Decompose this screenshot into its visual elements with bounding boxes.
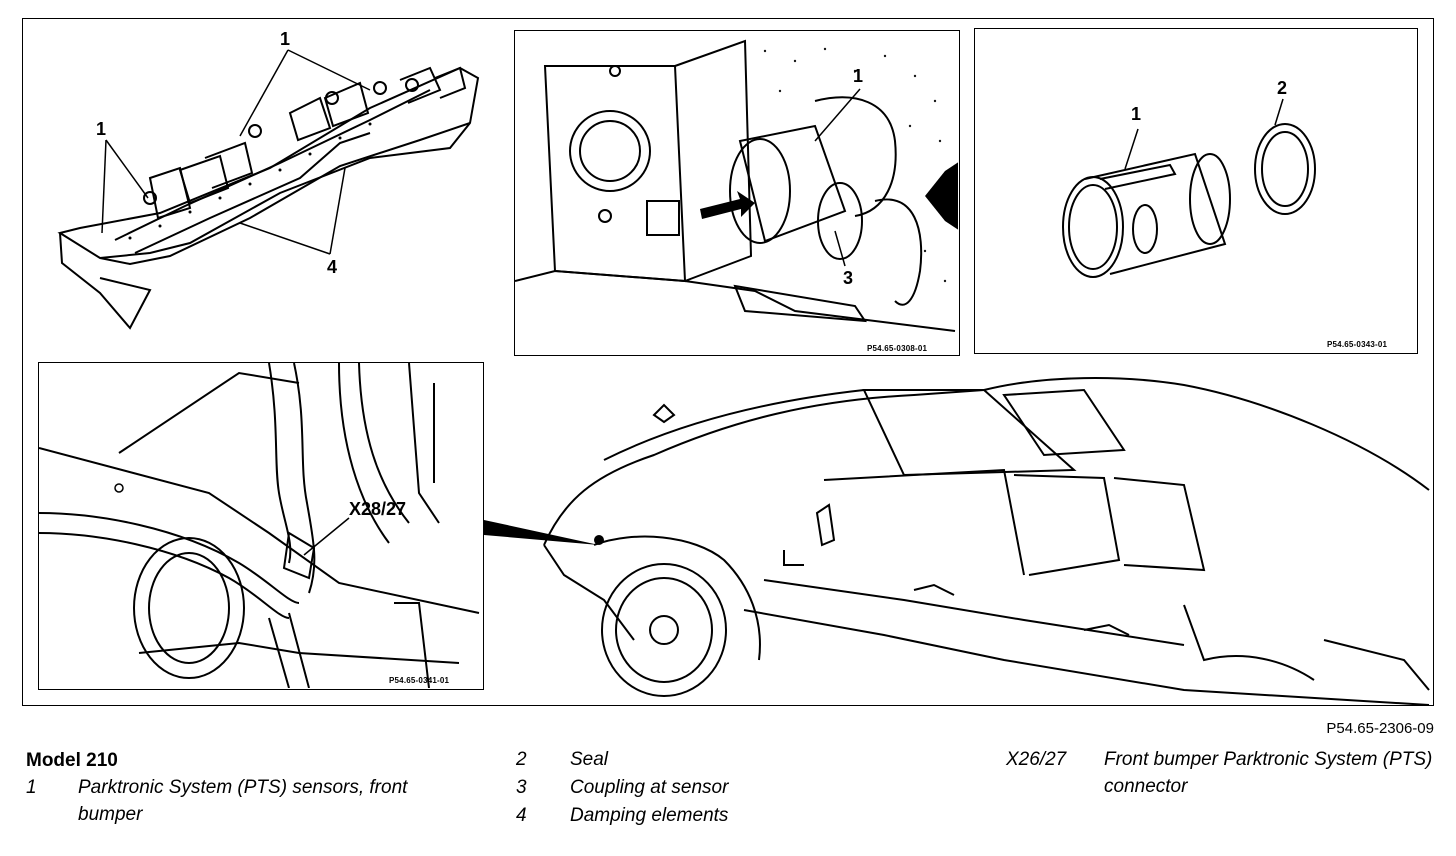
- figure-code: P54.65-2306-09: [1326, 720, 1434, 737]
- legend-item-number: 1: [26, 777, 37, 798]
- sensor-panel: 1 2 P54.65-0343-01: [974, 28, 1418, 354]
- legend-item-number: X26/27: [1006, 749, 1067, 770]
- sensor-drawing: [1062, 98, 1316, 278]
- harness-drawing: [39, 363, 480, 688]
- callout-x28-27: X28/27: [349, 499, 407, 519]
- callout-sensor: 1: [853, 66, 864, 86]
- legend-item-text: Damping elements: [570, 805, 729, 826]
- legend-item-number: 4: [516, 805, 527, 826]
- callout-sensor: 1: [1131, 104, 1142, 124]
- bumper-drawing: [57, 49, 480, 330]
- vehicle-svg: [484, 377, 1430, 706]
- legend-item-text: Parktronic System (PTS) sensors, front b…: [78, 777, 408, 825]
- harness-panel: X28/27 P54.65-0341-01: [38, 362, 484, 690]
- legend-item-2: 2 Seal: [516, 746, 846, 773]
- bumper-panel: 1 1 4: [40, 28, 490, 348]
- callout-sensor-top: 1: [280, 29, 291, 49]
- callout-coupling: 3: [843, 268, 854, 288]
- legend-item-4: 4 Damping elements: [516, 802, 846, 829]
- vehicle-drawing: [484, 360, 1434, 706]
- connector-drawing: [515, 39, 958, 332]
- legend-item-number: 2: [516, 749, 527, 770]
- legend-item-text: Seal: [570, 749, 609, 770]
- illustration-frame: [22, 18, 1434, 706]
- legend-item-x26-27: X26/27 Front bumper Parktronic System (P…: [1006, 746, 1436, 800]
- connector-figure-code: P54.65-0308-01: [867, 344, 928, 353]
- legend-item-1: 1 Parktronic System (PTS) sensors, front…: [26, 774, 446, 828]
- legend-title: Model 210: [26, 750, 118, 771]
- sensor-figure-code: P54.65-0343-01: [1327, 340, 1388, 349]
- legend-item-number: 3: [516, 777, 527, 798]
- harness-figure-code: P54.65-0341-01: [389, 676, 450, 685]
- legend-item-3: 3 Coupling at sensor: [516, 774, 846, 801]
- callout-sensor-left: 1: [96, 119, 107, 139]
- callout-seal: 2: [1277, 78, 1288, 98]
- callout-damping-elements: 4: [327, 257, 338, 277]
- connector-panel: 1 3 P54.65-0308-01: [514, 30, 960, 356]
- legend-item-text: Front bumper Parktronic System (PTS) con…: [1104, 749, 1433, 797]
- legend-item-text: Coupling at sensor: [570, 777, 729, 798]
